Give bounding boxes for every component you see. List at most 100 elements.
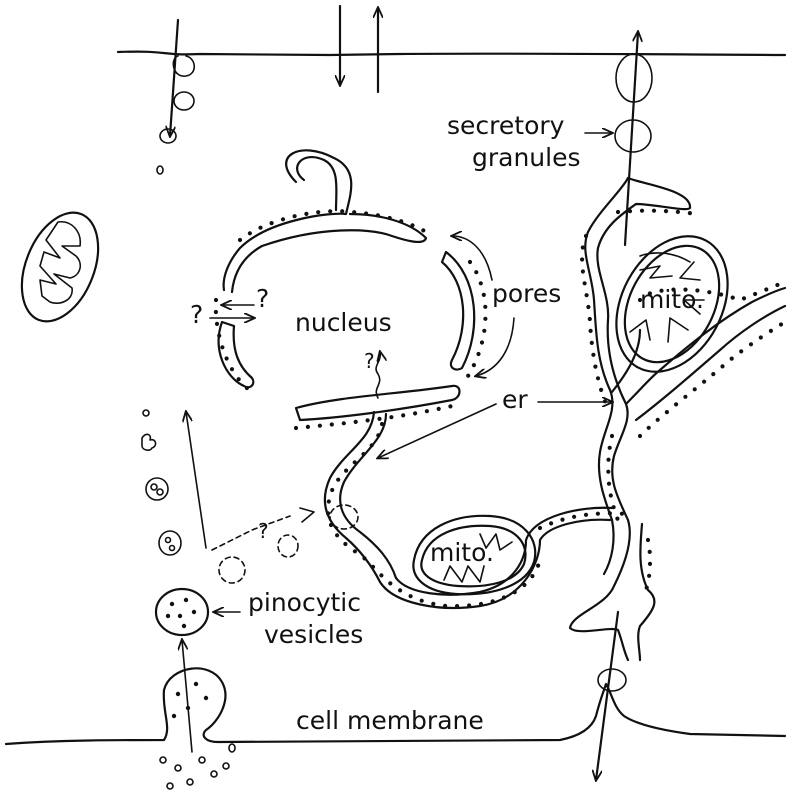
ribosome-dot: [610, 434, 614, 438]
ribosome-dot: [336, 478, 340, 482]
ribosome-dot: [606, 458, 610, 462]
ribosome-dot: [476, 352, 480, 356]
ribosome-dot: [482, 293, 486, 297]
ribosome-dot: [730, 357, 734, 361]
ribosome-dot: [775, 283, 779, 287]
ribosome-dot: [638, 434, 642, 438]
ribosome-dot: [468, 260, 472, 264]
ribosome-dot: [343, 542, 347, 546]
ribosome-dot: [607, 482, 611, 486]
extracellular-droplets: [160, 744, 235, 789]
ribosome-dot: [388, 581, 392, 585]
ribosome-dot: [389, 415, 393, 419]
ribosome-dot: [327, 499, 331, 503]
ribosome-dot: [742, 296, 746, 300]
nucleus-label: nucleus: [295, 308, 392, 337]
ribosome-dot: [474, 270, 478, 274]
secretory-label-1: secretory: [447, 111, 565, 140]
ribosome-dot: [376, 213, 380, 217]
ribosome-dot: [683, 395, 687, 399]
ribosome-dot: [388, 216, 392, 220]
ribosome-dot: [482, 329, 486, 333]
pinocytic-vesicle: [156, 589, 208, 635]
ribosome-dot: [225, 356, 229, 360]
ribosome-dot: [409, 594, 413, 598]
ribosome-dot: [466, 374, 470, 378]
ribosome-dot: [230, 367, 234, 371]
ribosome-dot: [615, 517, 619, 521]
ribosome-dot: [248, 231, 252, 235]
ribosome-dot: [480, 340, 484, 344]
ribosome-dot: [538, 526, 542, 530]
ribosome-dot: [398, 588, 402, 592]
ribosome-dot: [214, 298, 218, 302]
ribosome-dot: [779, 322, 783, 326]
ribosome-dot: [217, 334, 221, 338]
mitochondrion-bottom: mito.: [413, 516, 535, 594]
ribosome-dot: [674, 402, 678, 406]
vesicle-column: [142, 410, 206, 555]
ribosome-dot: [764, 287, 768, 291]
ribosome-dot: [421, 228, 425, 232]
ribosome-dot: [647, 574, 651, 578]
ribosome-dot: [652, 209, 656, 213]
er-label: er: [502, 385, 528, 414]
ribosome-dot: [616, 210, 620, 214]
ribosome-dot: [606, 470, 610, 474]
secretory-granules: secretory granules: [447, 32, 652, 245]
ribosome-dot: [702, 380, 706, 384]
ribosome-dot: [353, 549, 357, 553]
ribosome-dot: [304, 212, 308, 216]
ribosome-dot: [585, 293, 589, 297]
ribosome-dot: [270, 221, 274, 225]
ribosome-dot: [749, 342, 753, 346]
ribosome-dot: [590, 341, 594, 345]
ribosome-dot: [215, 322, 219, 326]
ribosome-dot: [536, 564, 540, 568]
ribosome-dot: [711, 372, 715, 376]
ribosome-dot: [586, 305, 590, 309]
ribosome-dot: [580, 257, 584, 261]
ribosome-dot: [753, 292, 757, 296]
mitochondrion-left: [7, 201, 113, 332]
ribosome-dot: [769, 329, 773, 333]
ribosome-dot: [364, 211, 368, 215]
ribosome-dot: [608, 446, 612, 450]
question-dashed: ?: [258, 519, 269, 543]
nucleus-exit-wavy-arrow: [376, 352, 380, 398]
mito-right-label: mito.: [640, 285, 704, 314]
ribosome-dot: [425, 409, 429, 413]
ribosome-dot: [342, 421, 346, 425]
ribosome-dot: [581, 269, 585, 273]
ribosome-dot: [293, 214, 297, 218]
mito-bottom-label: mito.: [430, 538, 494, 567]
ribosome-dot: [344, 469, 348, 473]
ribosome-dot: [354, 420, 358, 424]
ribosome-dot: [572, 515, 576, 519]
ribosome-dot: [472, 363, 476, 367]
ribosome-dot: [479, 281, 483, 285]
ribosome-dot: [379, 573, 383, 577]
ribosome-dot: [664, 209, 668, 213]
ribosome-dot: [688, 211, 692, 215]
ribosome-dot: [420, 599, 424, 603]
ribosome-dot: [330, 488, 334, 492]
question-left-a: ?: [190, 300, 203, 329]
ribosome-dot: [245, 386, 249, 390]
ribosome-dot: [530, 574, 534, 578]
ribosome-dot: [596, 512, 600, 516]
ribosome-dot: [593, 365, 597, 369]
ribosome-dot: [591, 353, 595, 357]
ribosome-dot: [640, 209, 644, 213]
ribosome-dot: [720, 364, 724, 368]
question-nucleus-bottom: ?: [364, 349, 375, 373]
pores-label: pores: [492, 279, 561, 308]
mitochondrion-right: mito.: [594, 217, 750, 391]
ribosome-dot: [340, 209, 344, 213]
secretory-label-2: granules: [472, 143, 581, 172]
nuclear-exchange-left: ? ?: [190, 284, 269, 329]
invagination-contents: [172, 682, 208, 718]
ribosome-dot: [448, 404, 452, 408]
ribosome-dot: [588, 317, 592, 321]
ribosome-dot: [214, 310, 218, 314]
